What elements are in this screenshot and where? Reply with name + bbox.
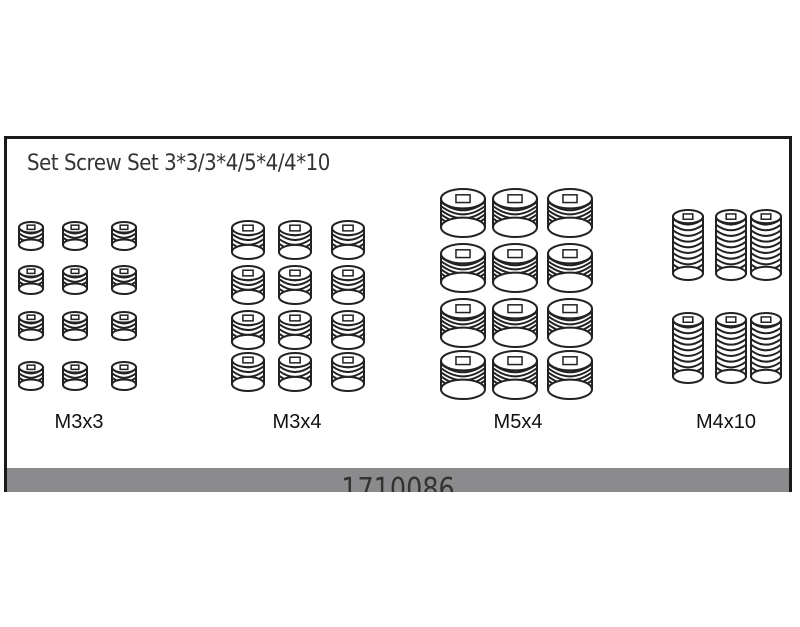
set-screw-m3x3	[111, 265, 137, 296]
hex-socket-icon	[242, 356, 254, 364]
set-screw-m3x4	[331, 220, 365, 260]
hex-socket-icon	[455, 304, 471, 314]
set-screw-m5x4	[492, 298, 538, 349]
set-screw-m4x10	[750, 312, 782, 384]
set-screw-m3x3	[18, 361, 44, 392]
set-screw-m5x4	[440, 188, 486, 238]
set-screw-m3x3	[18, 221, 44, 252]
hex-socket-icon	[725, 316, 737, 323]
hex-socket-icon	[562, 249, 578, 259]
set-screw-m4x10	[750, 209, 782, 281]
set-screw-m5x4	[547, 298, 593, 349]
set-screw-m3x4	[231, 310, 265, 351]
set-screw-m3x4	[231, 220, 265, 260]
set-screw-m3x3	[111, 361, 137, 392]
set-screw-m3x4	[231, 264, 265, 306]
set-screw-m5x4	[440, 298, 486, 349]
hex-socket-icon	[682, 213, 694, 220]
hex-socket-icon	[342, 269, 354, 277]
hex-socket-icon	[26, 224, 36, 231]
hex-socket-icon	[507, 249, 523, 259]
set-screw-m5x4	[440, 243, 486, 294]
hex-socket-icon	[70, 224, 80, 231]
set-screw-m5x4	[492, 243, 538, 294]
set-screw-m4x10	[672, 209, 704, 281]
set-screw-m5x4	[547, 243, 593, 294]
hex-socket-icon	[682, 316, 694, 323]
hex-socket-icon	[342, 224, 354, 232]
set-screw-m3x3	[18, 265, 44, 296]
hex-socket-icon	[289, 356, 301, 364]
hex-socket-icon	[562, 194, 578, 204]
hex-socket-icon	[562, 356, 578, 366]
set-screw-m5x4	[492, 188, 538, 238]
set-screw-m3x4	[278, 310, 312, 351]
hex-socket-icon	[70, 364, 80, 371]
hex-socket-icon	[119, 314, 129, 321]
set-screw-m3x4	[331, 352, 365, 393]
set-screw-m5x4	[492, 350, 538, 401]
set-screw-m3x4	[331, 264, 365, 306]
group-label-m4x10: M4x10	[695, 411, 757, 433]
hex-socket-icon	[455, 194, 471, 204]
set-screw-m3x4	[278, 352, 312, 393]
hex-socket-icon	[26, 268, 36, 275]
hex-socket-icon	[455, 356, 471, 366]
product-title: Set Screw Set 3*3/3*4/5*4/4*10	[27, 151, 330, 176]
set-screw-m3x3	[111, 221, 137, 252]
hex-socket-icon	[119, 268, 129, 275]
hex-socket-icon	[26, 314, 36, 321]
set-screw-m3x4	[278, 220, 312, 260]
set-screw-m5x4	[440, 350, 486, 401]
hex-socket-icon	[70, 314, 80, 321]
set-screw-m3x4	[331, 310, 365, 351]
set-screw-m3x3	[111, 311, 137, 342]
part-number: 1710086	[341, 472, 455, 492]
part-number-band: 1710086	[7, 468, 789, 492]
set-screw-m3x3	[62, 361, 88, 392]
hex-socket-icon	[242, 314, 254, 322]
screw-illustration	[18, 188, 782, 401]
set-screw-m3x3	[62, 265, 88, 296]
hex-socket-icon	[760, 316, 772, 323]
hex-socket-icon	[342, 356, 354, 364]
group-label-m3x3: M3x3	[54, 411, 104, 433]
hex-socket-icon	[507, 194, 523, 204]
set-screw-m4x10	[715, 209, 747, 281]
hex-socket-icon	[242, 224, 254, 232]
hex-socket-icon	[342, 314, 354, 322]
product-card: Set Screw Set 3*3/3*4/5*4/4*10 M3x3 M3x4…	[4, 136, 792, 492]
hex-socket-icon	[289, 224, 301, 232]
set-screw-m4x10	[672, 312, 704, 384]
set-screw-m3x3	[62, 221, 88, 252]
hex-socket-icon	[70, 268, 80, 275]
set-screw-m3x3	[18, 311, 44, 342]
set-screw-m5x4	[547, 188, 593, 238]
set-screw-m3x3	[62, 311, 88, 342]
hex-socket-icon	[289, 314, 301, 322]
group-label-m3x4: M3x4	[272, 411, 322, 433]
hex-socket-icon	[507, 304, 523, 314]
set-screw-m3x4	[278, 264, 312, 306]
set-screw-m3x4	[231, 352, 265, 393]
set-screw-m4x10	[715, 312, 747, 384]
set-screw-m5x4	[547, 350, 593, 401]
group-label-m5x4: M5x4	[493, 411, 543, 433]
hex-socket-icon	[562, 304, 578, 314]
hex-socket-icon	[725, 213, 737, 220]
hex-socket-icon	[242, 269, 254, 277]
hex-socket-icon	[289, 269, 301, 277]
hex-socket-icon	[119, 224, 129, 231]
hex-socket-icon	[26, 364, 36, 371]
hex-socket-icon	[760, 213, 772, 220]
hex-socket-icon	[455, 249, 471, 259]
hex-socket-icon	[507, 356, 523, 366]
hex-socket-icon	[119, 364, 129, 371]
